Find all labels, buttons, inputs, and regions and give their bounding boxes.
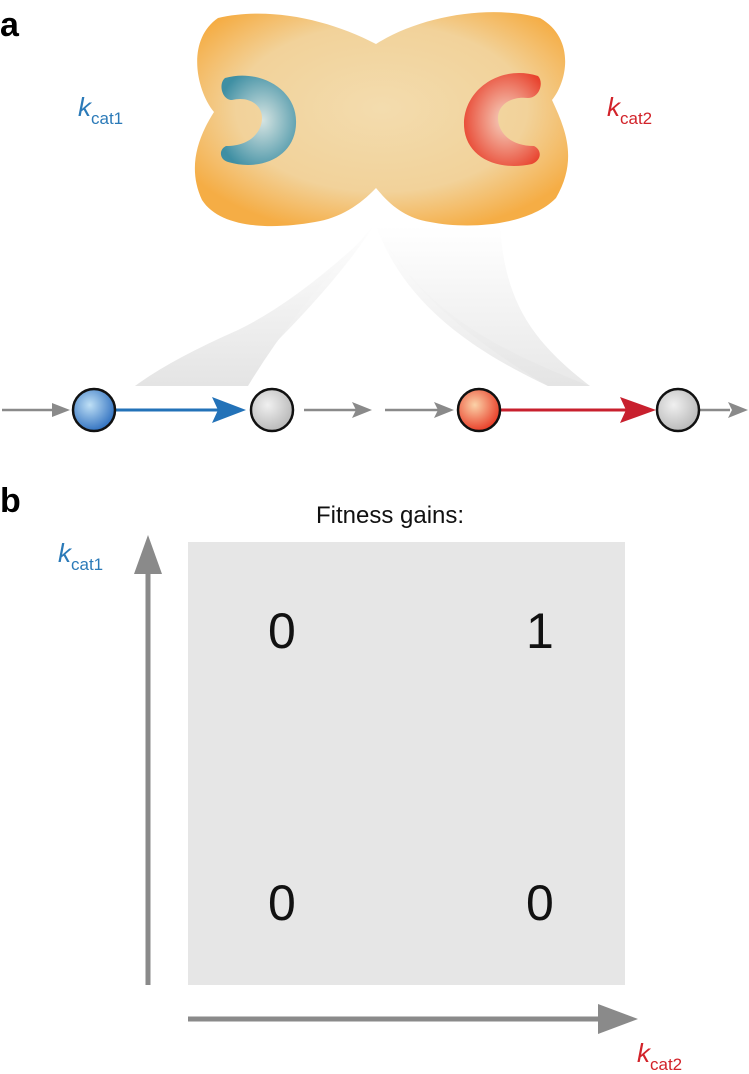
panel-b-label: b (0, 482, 21, 520)
y-axis-sub: cat1 (71, 555, 104, 574)
kcat1-k: k (78, 92, 91, 122)
active-site-1 (220, 75, 297, 165)
x-axis-arrow (188, 1004, 638, 1034)
kcat1-sub: cat1 (91, 109, 124, 128)
product-2-node (655, 387, 701, 433)
panel-a-label: a (0, 6, 19, 44)
y-axis-label: kcat1 (58, 538, 103, 573)
fitness-cell-top-left: 0 (268, 603, 296, 659)
kcat2-k: k (607, 92, 620, 122)
fitness-cell-bottom-right: 0 (526, 875, 554, 931)
product-1-node (249, 387, 295, 433)
kcat2-label-a: kcat2 (607, 92, 652, 127)
link-beam-left-fill (135, 222, 376, 386)
fitness-cell-top-right: 1 (526, 603, 554, 659)
y-axis-k: k (58, 538, 71, 568)
x-axis-label: kcat2 (637, 1038, 682, 1073)
x-axis-sub: cat2 (650, 1055, 683, 1074)
fitness-grid (188, 542, 625, 985)
enzyme-body (194, 12, 569, 227)
active-site-2 (464, 73, 541, 167)
y-axis-arrow (134, 535, 162, 985)
pathway-2 (385, 397, 748, 423)
substrate-2-node (456, 387, 502, 433)
fitness-cell-bottom-left: 0 (268, 875, 296, 931)
pathway-1 (2, 397, 372, 423)
kcat2-sub: cat2 (620, 109, 653, 128)
substrate-1-node (71, 387, 117, 433)
x-axis-k: k (637, 1038, 650, 1068)
kcat1-label-a: kcat1 (78, 92, 123, 127)
link-beam-right-body (376, 226, 590, 386)
fitness-gains-title: Fitness gains: (316, 502, 465, 529)
